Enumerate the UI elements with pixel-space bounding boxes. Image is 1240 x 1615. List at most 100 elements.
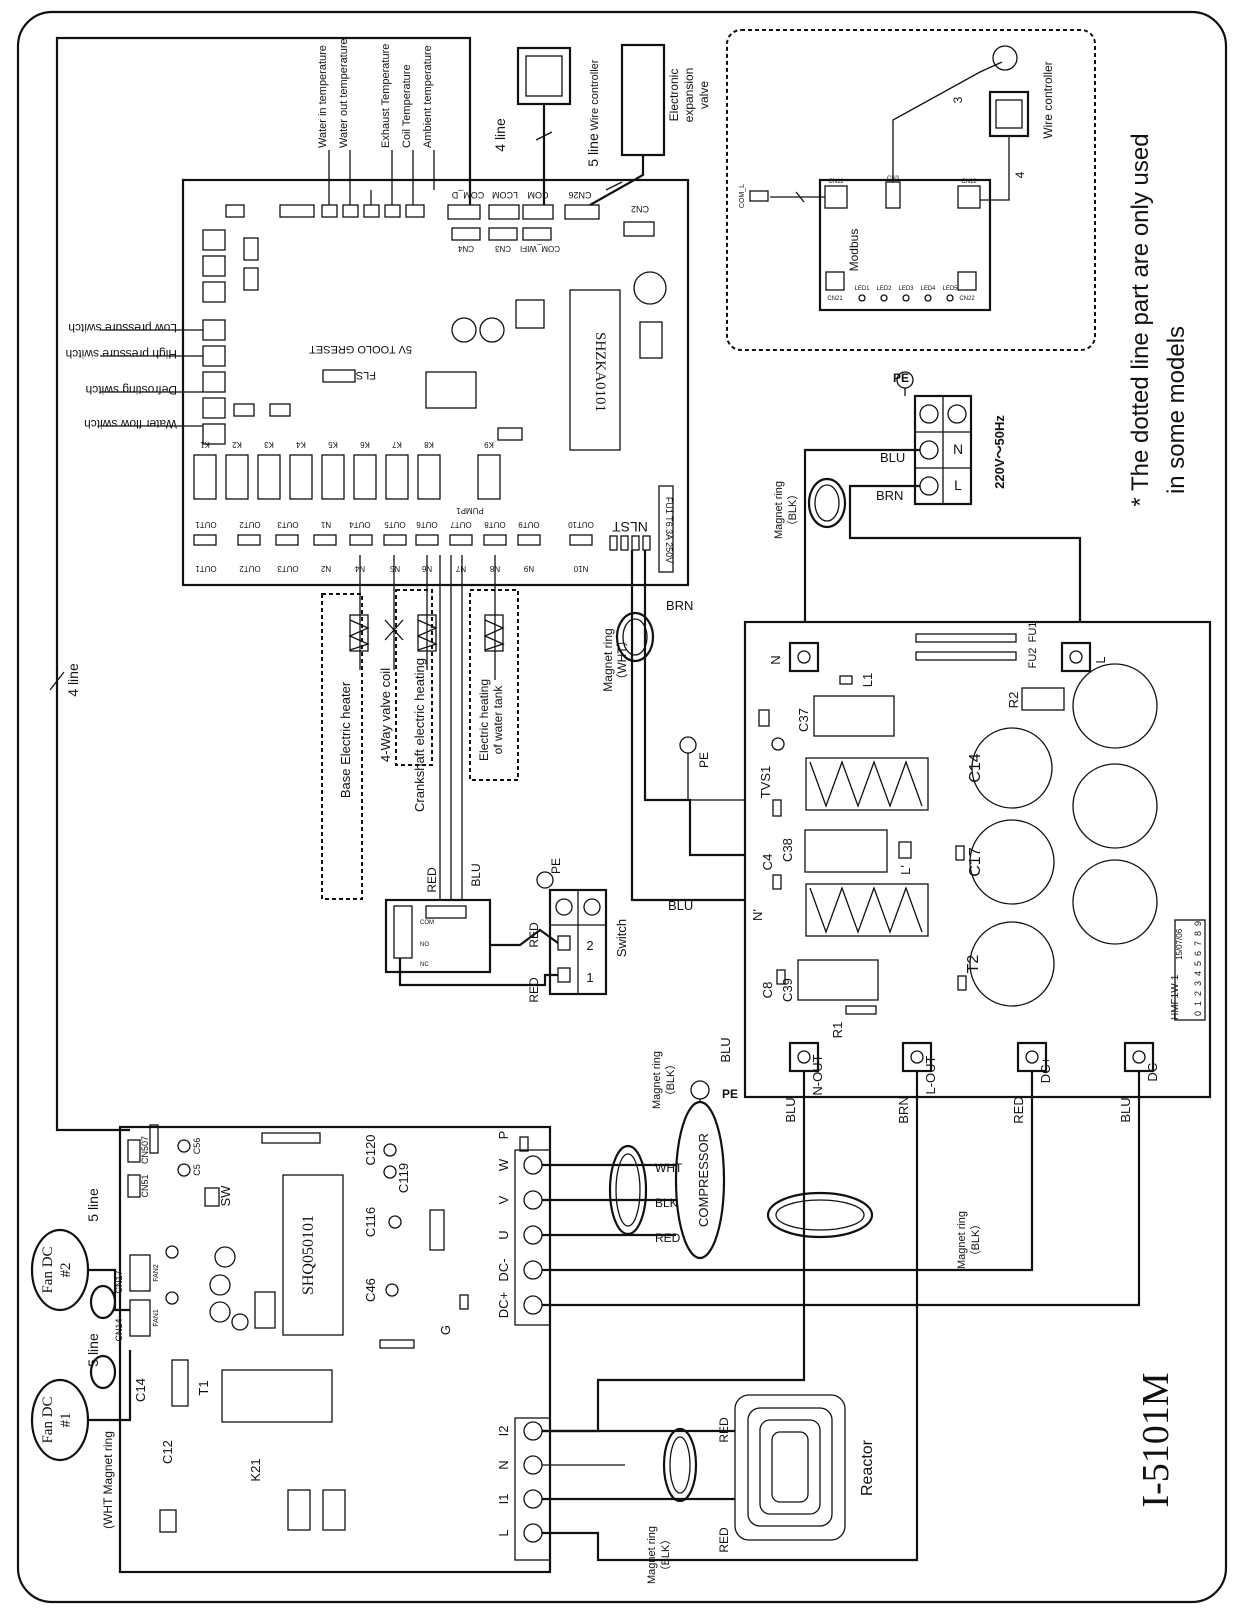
modbus-com-label: COM_L (739, 184, 746, 208)
filter-terminal-dcminus: DC- (1145, 1058, 1160, 1081)
magnet-blk-dc-2: （BLK） (969, 1219, 982, 1262)
magnet-blk-compressor-1: Magnet ring (651, 1051, 663, 1109)
main-control-board: COM_D LCOM COM CN26 CN4 CN3 COM_WIFI CN2… (66, 38, 690, 587)
relay-pin-com: COM (420, 920, 434, 926)
wire-blk: BLK (655, 1196, 678, 1210)
filter-terminal-n-out: N-OUT (810, 1054, 825, 1095)
filter-digit-6: 6 (1193, 951, 1203, 956)
driver-terminal-w: W (496, 1158, 511, 1171)
driver-sw: SW (218, 1185, 233, 1207)
driver-c46: C46 (363, 1278, 378, 1302)
relay-row (193, 454, 501, 500)
conn-label-com-d: COM_D (451, 190, 484, 200)
filter-pe: PE (697, 752, 711, 768)
switch-blu-wire: BLU (469, 863, 483, 886)
n-label-4: N2 (320, 564, 331, 573)
conn-label-com-wifi: COM_WIFI (520, 244, 560, 253)
sensor-coil: Coil Temperature (401, 64, 413, 148)
driver-terminal-l: L (496, 1529, 511, 1536)
conn-label-com: COM (528, 190, 549, 200)
filter-t2: T2 (965, 955, 982, 974)
sensor-water-in: Water in temperature (317, 45, 329, 148)
out-label-8: OUT7 (450, 520, 472, 529)
out-label-11: OUT10 (568, 520, 594, 529)
filter-c14: C14 (967, 753, 984, 782)
label-4-line-left: 4 line (65, 663, 81, 697)
label-eev-2: expansion (682, 68, 696, 123)
out-label-1: OUT1 (195, 520, 217, 529)
switch-label: Switch (614, 919, 629, 957)
filter-terminal-l: L (1093, 656, 1108, 663)
modbus-led2: LED2 (876, 286, 892, 292)
fan-wht-magnet: (WHT Magnet ring (101, 1431, 115, 1529)
conn-label-cn4: CN4 (457, 244, 474, 253)
filter-fu1: FU1 (1027, 622, 1039, 643)
switch-red-bottom: RED (527, 977, 541, 1003)
power-brn: BRN (876, 488, 903, 503)
driver-cn17: CN17 (114, 1270, 124, 1293)
load-valve-coil: 4-Way valve coil (378, 668, 393, 762)
relay-k6: K6 (360, 440, 370, 449)
driver-fan1: FAN1 (153, 1309, 160, 1327)
relay-k3: K3 (264, 440, 274, 449)
load-tank-heating-1: Electric heating (477, 679, 491, 761)
reactor-red-bottom: RED (717, 1527, 731, 1553)
label-wire-controller-top: Wire controller (589, 59, 601, 130)
wire-brn-lout: BRN (896, 1096, 911, 1123)
magnet-blk-compressor-2: （BLK） (664, 1059, 677, 1102)
magnet-blk-dc-1: Magnet ring (956, 1211, 968, 1269)
modbus-line-3: 3 (951, 96, 965, 103)
modbus-led3: LED3 (898, 286, 914, 292)
label-defrosting: Defrosting switch (86, 383, 177, 397)
load-crankshaft: Crankshaft electric heating (412, 658, 427, 812)
filter-digit-9: 9 (1193, 921, 1203, 926)
filter-digit-7: 7 (1193, 941, 1203, 946)
relay-pin-no: NO (420, 942, 429, 948)
filter-terminal-dcplus: DC+ (1038, 1057, 1053, 1083)
filter-c39: C39 (780, 978, 795, 1002)
switch-block (384, 871, 608, 996)
out-label-2: OUT2 (239, 520, 261, 529)
driver-c120: C120 (363, 1134, 378, 1165)
label-eev-3: valve (697, 81, 711, 109)
wire-blu-nout: BLU (783, 1097, 798, 1122)
out-terminals (193, 534, 593, 546)
magnet-ring-wht (615, 550, 760, 902)
out-label-10: OUT9 (518, 520, 540, 529)
sensor-ambient: Ambient temperature (422, 45, 434, 148)
power-terminal-l: L (954, 477, 962, 493)
filter-digit-4: 4 (1193, 971, 1203, 976)
out-label-9: OUT8 (484, 520, 506, 529)
driver-cn51: CN51 (140, 1174, 150, 1197)
filter-digit-2: 2 (1193, 991, 1203, 996)
wire-blu-left: BLU (718, 1037, 733, 1062)
filter-digit-1: 1 (1193, 1001, 1203, 1006)
top-wiring (55, 36, 666, 1105)
nlst-label: NLST (612, 519, 648, 535)
driver-c5: C5 (192, 1164, 202, 1176)
label-reset: 5V TOOLO GRESET (309, 343, 412, 355)
driver-terminal-u: U (496, 1230, 511, 1239)
n-label-2: OUT2 (239, 564, 261, 573)
switch-connectors (100, 229, 291, 445)
relay-k9: K9 (484, 440, 494, 449)
filter-c4: C4 (760, 854, 775, 871)
reactor (542, 1394, 846, 1541)
filter-c17: C17 (967, 847, 984, 876)
fan-section (30, 1105, 132, 1462)
filter-code: HMF1W-1 (1170, 974, 1181, 1020)
sensor-water-out: Water out temperature (338, 38, 350, 148)
wire-blu-dc: BLU (1118, 1097, 1133, 1122)
compressor-pe: PE (722, 1087, 738, 1101)
power-pe: PE (893, 371, 909, 385)
load-devices (321, 555, 519, 900)
filter-board (743, 620, 1212, 1099)
compressor-wiring (542, 1071, 1141, 1562)
filter-c37: C37 (796, 708, 811, 732)
label-eev-1: Electronic (667, 69, 681, 122)
out-label-6: OUT5 (384, 520, 406, 529)
driver-c56: C56 (192, 1138, 202, 1155)
filter-terminal-n: N (768, 655, 783, 664)
reactor-red-top: RED (717, 1417, 731, 1443)
